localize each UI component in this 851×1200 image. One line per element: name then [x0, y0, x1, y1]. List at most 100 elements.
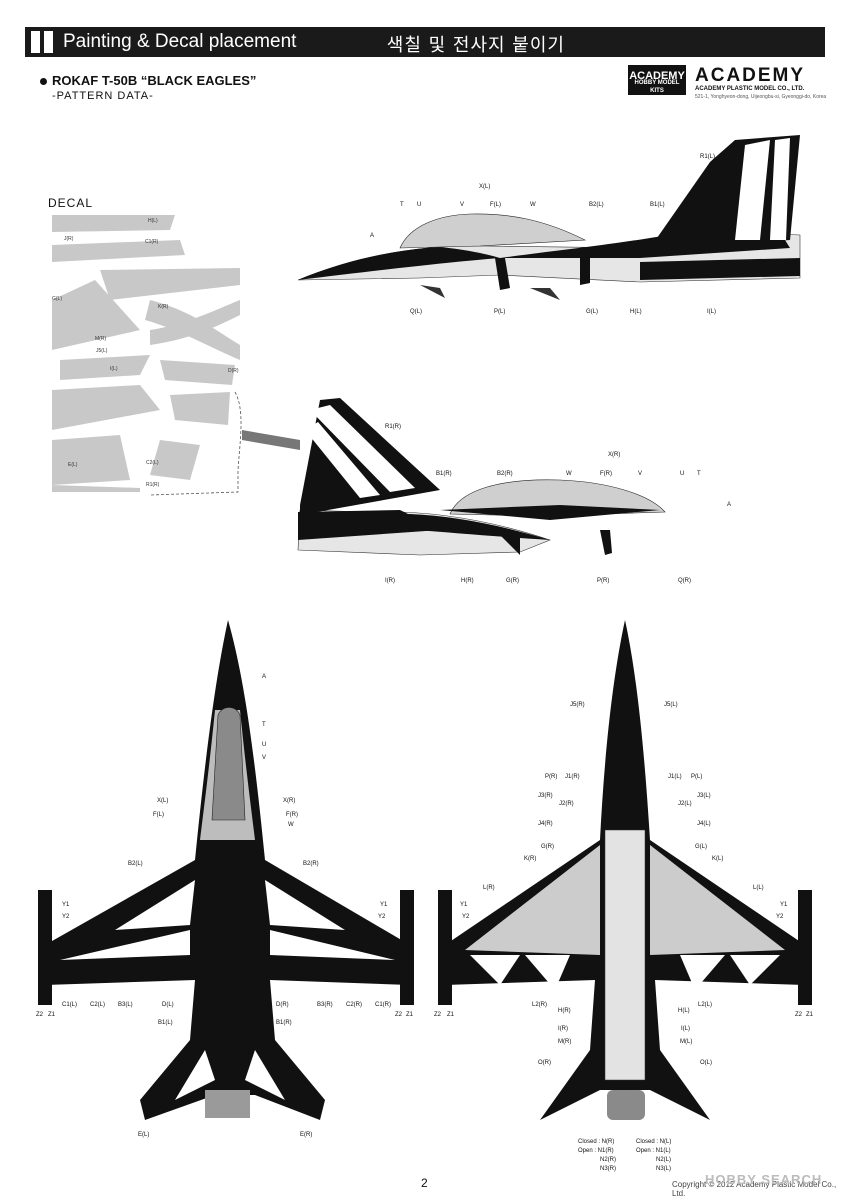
side-left-label-a: A	[370, 233, 374, 239]
top-label-b3r: B3(R)	[317, 1002, 333, 1008]
header-title-kr: 색칠 및 전사지 붙이기	[386, 35, 565, 56]
top-label-z2b: Z2	[395, 1012, 403, 1018]
side-left-label-il: I(L)	[707, 309, 716, 315]
bottom-label-or: O(R)	[538, 1060, 551, 1066]
decal-label-c2: C2(L)	[146, 460, 159, 466]
company-address: 521-1, Yonghyeon-dong, Uijeongbu-si, Gye…	[695, 94, 827, 100]
side-right-label-u: U	[680, 471, 684, 477]
top-label-dl: D(L)	[162, 1002, 174, 1008]
top-label-y1a: Y1	[62, 902, 70, 908]
bottom-label-pr: P(R)	[545, 774, 557, 780]
side-right-label-xr: X(R)	[608, 452, 620, 458]
bottom-label-j4r: J4(R)	[538, 821, 553, 827]
bottom-label-y2b: Y2	[776, 914, 784, 920]
side-left-label-xl: X(L)	[479, 184, 490, 190]
side-right-label-t: T	[697, 471, 701, 477]
top-label-v: V	[262, 755, 266, 761]
side-right-label-r1r: R1(R)	[385, 424, 401, 430]
side-left-label-ql: Q(L)	[410, 309, 422, 315]
decal-label-r1: R1(R)	[146, 482, 160, 488]
bottom-label-y1b: Y1	[780, 902, 788, 908]
bottom-label-z1a: Z1	[447, 1012, 455, 1018]
side-left-label-pl: P(L)	[494, 309, 505, 315]
side-right-label-b1r: B1(R)	[436, 471, 452, 477]
copyright: Copyright © 2012 Academy Plastic Model C…	[672, 1180, 837, 1198]
decal-sheet: H(L) C1(R) J(R) G(L) K(R) M(R) J5(L) I(L…	[52, 212, 300, 496]
side-left-label-hl: H(L)	[630, 309, 642, 315]
bottom-label-j5l: J5(L)	[664, 702, 678, 708]
side-view-right: R1(R) X(R) B1(R) B2(R) W F(R) V U T A I(…	[297, 398, 731, 584]
bottom-label-pl: P(L)	[691, 774, 702, 780]
top-label-y2b: Y2	[378, 914, 386, 920]
watermark: HOBBY SEARCH	[705, 1172, 823, 1187]
top-label-t: T	[262, 722, 266, 728]
decal-label-g: G(L)	[52, 296, 62, 302]
side-left-label-fl: F(L)	[490, 202, 501, 208]
top-view: A T U V X(L) X(R) F(L) F(R) W B2(L) B2(R…	[36, 620, 414, 1138]
decal-label-h: H(L)	[148, 218, 158, 224]
bottom-label-z2b: Z2	[795, 1012, 803, 1018]
section-header: Painting & Decal placement 색칠 및 전사지 붙이기	[25, 27, 825, 57]
top-label-fr: F(R)	[286, 812, 298, 818]
bottom-label-mr: M(R)	[558, 1039, 571, 1045]
top-label-c1r: C1(R)	[375, 1002, 391, 1008]
top-label-b1r: B1(R)	[276, 1020, 292, 1026]
top-label-b1l: B1(L)	[158, 1020, 173, 1026]
side-left-label-t: T	[400, 202, 404, 208]
top-label-b2l: B2(L)	[128, 861, 143, 867]
bullet-icon	[40, 78, 47, 86]
bottom-label-closed-l: Closed : N(L)	[636, 1139, 671, 1145]
side-left-label-w: W	[530, 202, 536, 208]
bottom-label-gr: G(R)	[541, 844, 554, 850]
company-name: ACADEMY PLASTIC MODEL CO., LTD.	[695, 86, 805, 92]
bottom-label-ol: O(L)	[700, 1060, 712, 1066]
side-right-label-b2r: B2(R)	[497, 471, 513, 477]
bottom-label-n2r: N2(R)	[600, 1157, 616, 1163]
decal-label-j: J(R)	[64, 236, 74, 242]
bottom-label-kl: K(L)	[712, 856, 723, 862]
bottom-label-n2l: N2(L)	[656, 1157, 671, 1163]
bottom-label-j1r: J1(R)	[565, 774, 580, 780]
academy-logo: ACADEMY	[695, 65, 806, 86]
side-right-label-fr: F(R)	[600, 471, 612, 477]
side-right-label-qr: Q(R)	[678, 578, 691, 584]
decal-label-k: K(R)	[158, 304, 169, 310]
bottom-label-z1b: Z1	[806, 1012, 814, 1018]
header-bars-icon	[31, 31, 61, 53]
side-right-label-ir: I(R)	[385, 578, 395, 584]
top-label-y1b: Y1	[380, 902, 388, 908]
top-label-c2r: C2(R)	[346, 1002, 362, 1008]
side-left-label-r1l: R1(L)	[700, 154, 715, 160]
top-label-er: E(R)	[300, 1132, 312, 1138]
side-right-label-pr: P(R)	[597, 578, 609, 584]
bottom-label-ml: M(L)	[680, 1039, 692, 1045]
bottom-label-hl: H(L)	[678, 1008, 690, 1014]
side-left-label-v: V	[460, 202, 464, 208]
bottom-label-n3r: N3(R)	[600, 1166, 616, 1172]
decal-label-d: D(R)	[228, 368, 239, 374]
top-label-z2a: Z2	[36, 1012, 44, 1018]
header-title-en: Painting & Decal placement	[63, 31, 297, 52]
decal-label-c1: C1(R)	[145, 239, 159, 245]
top-label-b2r: B2(R)	[303, 861, 319, 867]
side-right-label-a: A	[727, 502, 731, 508]
bottom-label-lr: L(R)	[483, 885, 495, 891]
page-number: 2	[421, 1176, 428, 1190]
bottom-label-j2r: J2(R)	[559, 801, 574, 807]
bottom-label-gl: G(L)	[695, 844, 707, 850]
bottom-label-j3r: J3(R)	[538, 793, 553, 799]
top-label-c1l: C1(L)	[62, 1002, 77, 1008]
bottom-label-z2a: Z2	[434, 1012, 442, 1018]
pattern-note: -PATTERN DATA-	[52, 90, 154, 102]
top-label-z1b: Z1	[406, 1012, 414, 1018]
side-view-left: R1(L) X(L) T U V F(L) W B2(L) B1(L) A Q(…	[297, 135, 801, 315]
side-right-label-v: V	[638, 471, 642, 477]
bottom-label-open-r: Open : N1(R)	[578, 1148, 614, 1154]
bottom-view: J5(R) J5(L) P(R) J1(R) J1(L) P(L) J3(R) …	[434, 620, 814, 1172]
bottom-label-n3l: N3(L)	[656, 1166, 671, 1172]
decal-label-m: M(R)	[95, 336, 106, 342]
decal-label: DECAL	[48, 196, 94, 210]
bottom-label-closed-r: Closed : N(R)	[578, 1139, 614, 1145]
